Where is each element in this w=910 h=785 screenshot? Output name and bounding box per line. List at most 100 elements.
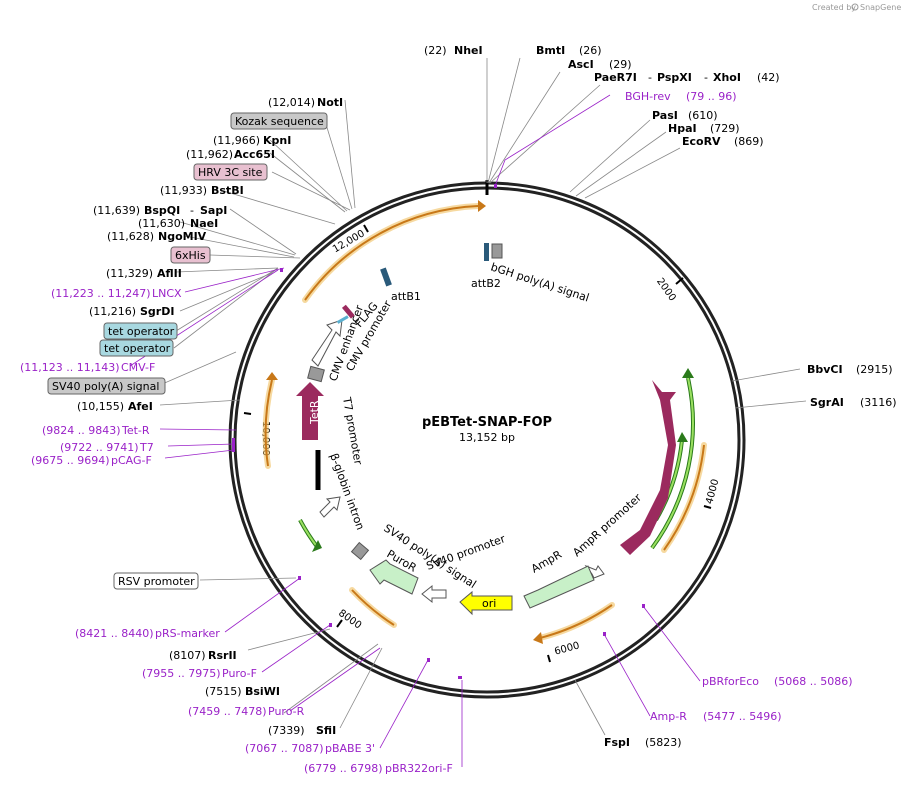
site-sgrai-name: SgrAI	[810, 396, 844, 409]
site-rsrii-pos: (8107)	[169, 649, 206, 662]
rsv-promoter-label: RSV promoter	[118, 575, 195, 588]
site-bspqi-name: BspQI	[144, 204, 180, 217]
tet-operator-marker	[336, 315, 349, 324]
attb2-label: attB2	[471, 277, 501, 290]
site-naei-pos: (11,630)	[138, 217, 185, 230]
orf-arcs	[264, 205, 705, 639]
site-sfii-name: SfiI	[316, 724, 336, 737]
site-acc65i-name: Acc65I	[234, 148, 275, 161]
sixhis-label: 6xHis	[175, 249, 206, 262]
site-ecorv-name: EcoRV	[682, 135, 721, 148]
site-bbvci-pos: (2915)	[856, 363, 893, 376]
primer-bgh-rev-name: BGH-rev	[625, 90, 671, 103]
site-rsrii-name: RsrII	[208, 649, 237, 662]
site-asci-pos: (29)	[609, 58, 632, 71]
site-paer7i-sep2: -	[704, 71, 708, 84]
site-noti-name: NotI	[317, 96, 343, 109]
site-sapi-name: SapI	[200, 204, 227, 217]
attb2-marker	[484, 243, 489, 261]
tick-4000-mark	[703, 505, 712, 509]
site-aflii-name: AflII	[157, 267, 182, 280]
site-nhei-pos: (22)	[424, 44, 447, 57]
tet-operator-box-1	[103, 322, 178, 340]
site-sfii-pos: (7339)	[268, 724, 305, 737]
ampr-promoter-arrow	[584, 564, 605, 579]
orf-arc-lower-left	[351, 589, 395, 626]
primer-cmv-f-range: (11,123 .. 11,143)	[20, 361, 120, 374]
site-ngomiv-pos: (11,628)	[107, 230, 154, 243]
sv40-polya-signal-label: SV40 poly(A) signal	[52, 380, 159, 393]
orf-arc-left	[264, 379, 273, 467]
puror-arrow	[369, 559, 419, 595]
primer-lncx-range: (11,223 .. 11,247)	[51, 287, 151, 300]
plasmid-length: 13,152 bp	[459, 431, 515, 444]
primer-puro-r-range: (7459 .. 7478)	[188, 705, 267, 718]
tet-operator-label-2: tet operator	[104, 342, 171, 355]
attb1-label: attB1	[391, 290, 421, 303]
tet-operator-box-2	[99, 339, 174, 357]
site-kpni-pos: (11,966)	[213, 134, 260, 147]
primer-prs-marker-range: (8421 .. 8440)	[75, 627, 154, 640]
primer-pbrforeco-range: (5068 .. 5086)	[774, 675, 853, 688]
primer-puro-f-name: Puro-F	[222, 667, 257, 680]
primer-puro-f-range: (7955 .. 7975)	[142, 667, 221, 680]
tick-2000: 2000	[654, 276, 678, 303]
orf-arrowhead-top	[478, 200, 486, 212]
tick-6000-mark	[547, 654, 551, 663]
rsv-promoter-box	[113, 572, 199, 590]
primer-pbrforeco-name: pBRforEco	[702, 675, 759, 688]
primer-tet-r-name: Tet-R	[121, 424, 150, 437]
sv40-polya-box	[350, 541, 370, 561]
hrv3c-label: HRV 3C site	[198, 166, 263, 179]
site-aflii-pos: (11,329)	[106, 267, 153, 280]
site-xhoi-name: XhoI	[713, 71, 741, 84]
primer-pbabe-name: pBABE 3'	[325, 742, 375, 755]
site-bmti-pos: (26)	[579, 44, 602, 57]
site-xhoi-pos: (42)	[757, 71, 780, 84]
cmv-promoter-arrow	[311, 319, 343, 367]
site-bspqi-pos: (11,639)	[93, 204, 140, 217]
primer-tet-r-range: (9824 .. 9843)	[42, 424, 121, 437]
ampr-label: AmpR	[529, 548, 564, 576]
primer-t7-range: (9722 .. 9741)	[60, 441, 139, 454]
ori-label: ori	[482, 597, 496, 610]
tick-10000-mark	[243, 412, 252, 415]
site-ngomiv-name: NgoMIV	[158, 230, 207, 243]
green-arrowhead-inner	[677, 432, 688, 442]
credit-brand: SnapGene	[860, 3, 901, 12]
tick-8000-mark	[336, 619, 343, 628]
primer-puro-r-name: Puro-R	[268, 705, 305, 718]
ori-arrow	[459, 590, 513, 616]
site-bsiwi-name: BsiWI	[245, 685, 280, 698]
tetr-label: TetR	[308, 400, 321, 425]
primer-pcag-f-name: pCAG-F	[111, 454, 152, 467]
kozak-label: Kozak sequence	[235, 115, 324, 128]
site-pasi-name: PasI	[652, 109, 678, 122]
site-sgrdi-pos: (11,216)	[89, 305, 136, 318]
site-leader-lines	[159, 57, 807, 736]
attb1-marker	[380, 267, 392, 287]
site-noti-pos: (12,014)	[268, 96, 315, 109]
site-sgrdi-name: SgrDI	[140, 305, 174, 318]
site-bsiwi-pos: (7515)	[205, 685, 242, 698]
green-arrowhead-outer	[682, 368, 694, 378]
hrv3c-box	[193, 163, 268, 181]
site-afei-pos: (10,155)	[77, 400, 124, 413]
ebna1-label: EBNA1	[649, 436, 668, 475]
site-bstbi-pos: (11,933)	[160, 184, 207, 197]
cmv-enhancer-box	[307, 365, 325, 383]
site-paer7i-sep1: -	[648, 71, 652, 84]
site-naei-name: NaeI	[190, 217, 218, 230]
ampr-arrow	[523, 565, 595, 609]
site-bbvci-name: BbvCI	[807, 363, 843, 376]
orf-arc-right	[663, 444, 705, 551]
site-bspqi-sep: -	[190, 204, 194, 217]
site-bmti-name: BmtI	[536, 44, 565, 57]
tetr-arrow	[296, 382, 324, 440]
primer-t7-name: T7	[139, 441, 154, 454]
plasmid-name: pEBTet-SNAP-FOP	[422, 415, 552, 430]
sixhis-box	[170, 246, 211, 264]
t7-promoter-arrow	[319, 496, 341, 518]
primer-pcag-f-range: (9675 .. 9694)	[31, 454, 110, 467]
